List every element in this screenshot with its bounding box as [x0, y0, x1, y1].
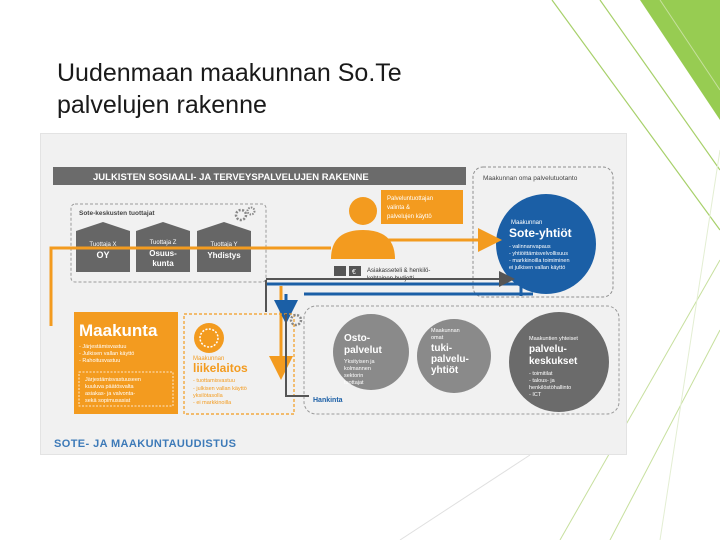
producer-y-name: Tuottaja Y [210, 242, 237, 248]
service-structure-diagram: JULKISTEN SOSIAALI- JA TERVEYSPALVELUJEN… [40, 133, 627, 455]
tuki-pre-1: Maakunnan [431, 328, 460, 334]
liikelaitos-line-1: Maakunnan [193, 356, 224, 362]
liikelaitos-frame [183, 313, 295, 415]
sote-producers-frame [70, 203, 267, 283]
joint-bullet-1: - toimitilat [529, 371, 553, 377]
maakunta-bullet-1: - Järjestämisvastuu [79, 344, 126, 350]
budget-line-1: Asiakasseteli & henkilö- [367, 268, 430, 274]
tuki-line-2: palvelu- [431, 354, 469, 365]
sote-producers-label: Sote-keskusten tuottajat [79, 210, 155, 217]
joint-line-2: keskukset [529, 356, 578, 367]
maakunta-sub-1: Järjestämisvastuuseen [85, 377, 141, 383]
maakunta-sub-frame [78, 371, 174, 407]
osto-line-2: palvelut [344, 345, 382, 356]
euro-symbol: € [352, 269, 356, 276]
sote-company-line-1: Maakunnan [511, 220, 542, 226]
maakunta-box [74, 312, 178, 414]
header-bar [53, 167, 466, 185]
osto-sub-2: kolmannen [344, 366, 371, 372]
choice-line-2: valinta & [387, 205, 410, 211]
voucher-icon [334, 266, 346, 276]
producer-x-type: OY [96, 250, 109, 260]
choice-box [381, 190, 463, 224]
tuki-line-3: yhtiöt [431, 365, 459, 376]
outsourced-services-circle [333, 314, 409, 390]
gear-icon [234, 206, 256, 222]
osto-sub-4: tuottajat [344, 380, 364, 386]
joint-bullet-3: henkilöstöhallinto [529, 385, 571, 391]
tuki-pre-2: omat [431, 335, 444, 341]
euro-icon [349, 266, 361, 276]
own-production-label: Maakunnan oma palvelutuotanto [483, 175, 578, 182]
sote-company-bullet-2: - yhtiöittämisvelvollisuus [509, 251, 568, 257]
joint-pre: Maakuntien yhteiset [529, 336, 578, 342]
producer-y-type: Yhdistys [207, 251, 241, 260]
tuki-line-1: tuki- [431, 343, 452, 354]
liikelaitos-bullet-2: - julkisen vallan käyttö [193, 386, 247, 392]
maakunta-bullet-2: - Julkisen vallan käyttö [79, 351, 134, 357]
flow-arrow-grey-bottom [285, 314, 309, 397]
producer-z-type-2: kunta [152, 259, 174, 268]
sote-company-bullet-4: ei julkisen vallan käyttö [509, 265, 565, 271]
procurement-label: Hankinta [313, 397, 343, 404]
maakunta-sub-4: sekä sopimusasiat [85, 398, 131, 404]
liikelaitos-emblem-icon [194, 323, 224, 353]
flow-arrow-orange-left [49, 246, 331, 326]
diagram-header: JULKISTEN SOSIAALI- JA TERVEYSPALVELUJEN… [93, 172, 369, 183]
liikelaitos-bullet-3: yksilötasolla [193, 393, 224, 399]
sote-company-line-2: Sote-yhtiöt [509, 226, 572, 240]
osto-sub-1: Yksityisen ja [344, 359, 376, 365]
osto-line-1: Osto- [344, 333, 370, 344]
gear-icon-2 [289, 313, 303, 327]
own-production-frame [472, 166, 614, 298]
maakunta-bullet-3: - Rahoitusvastuu [79, 358, 120, 364]
osto-sub-3: sektorin [344, 373, 363, 379]
producer-z-type-1: Osuus- [149, 249, 177, 258]
customer-person-icon [331, 197, 395, 259]
maakunta-sub-3: asiakas- ja valvonta- [85, 391, 135, 397]
sote-company-bullet-1: - valinnanvapaus [509, 244, 551, 250]
joint-line-1: palvelu- [529, 344, 567, 355]
slide-title: Uudenmaan maakunnan So.Te palvelujen rak… [57, 59, 402, 119]
sote-companies-circle [496, 194, 596, 294]
choice-line-3: palvelujen käyttö [387, 214, 432, 220]
joint-bullet-4: - ICT [529, 392, 542, 398]
producer-x-name: Tuottaja X [89, 242, 116, 248]
liikelaitos-bullet-1: - tuottamisvastuu [193, 378, 235, 384]
choice-line-1: Palveluntuottajan [387, 196, 433, 202]
support-services-circle [417, 319, 491, 393]
maakunta-title: Maakunta [79, 321, 158, 340]
liikelaitos-bullet-4: - ei markkinoilla [193, 400, 232, 406]
liikelaitos-line-2: liikelaitos [193, 361, 248, 375]
joint-bullet-2: - talous- ja [529, 378, 556, 384]
procurement-frame [303, 305, 620, 415]
producer-z-name: Tuottaja Z [150, 240, 177, 246]
joint-service-centres-circle [509, 312, 609, 412]
maakunta-sub-2: kuuluva päätösvalta [85, 384, 135, 390]
sote-company-bullet-3: - markkinoilla toimiminen [509, 258, 570, 264]
footer-label: SOTE- JA MAAKUNTAUUDISTUS [54, 438, 237, 450]
